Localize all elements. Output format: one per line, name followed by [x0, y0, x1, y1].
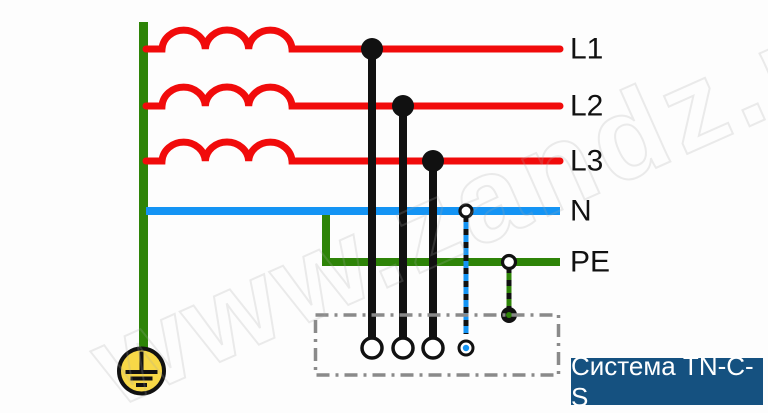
junction-dot-l1	[361, 38, 383, 60]
phase-l1-wire	[142, 26, 564, 53]
pe-entry-node-center	[506, 312, 512, 318]
pe-wire	[322, 211, 560, 266]
pe-tap-node	[500, 253, 518, 271]
system-caption: Система TN-C-S	[571, 351, 763, 412]
terminal-l2	[391, 336, 415, 360]
junction-dot-l3	[422, 150, 444, 172]
junction-dot-l2	[392, 95, 414, 117]
phase-l3-wire	[142, 138, 564, 165]
label-l2: L2	[570, 90, 603, 123]
earth-ground-symbol	[117, 346, 166, 396]
terminal-l1	[360, 336, 384, 360]
phase-l2-wire	[142, 83, 564, 110]
terminal-l3	[421, 336, 445, 360]
label-l3: L3	[570, 145, 603, 178]
neutral-tap-node	[458, 203, 474, 219]
label-neutral: N	[570, 195, 592, 228]
label-l1: L1	[570, 33, 603, 66]
equipment-outline	[313, 313, 561, 377]
terminal-neutral-center	[462, 344, 470, 352]
label-pe: PE	[570, 246, 610, 279]
